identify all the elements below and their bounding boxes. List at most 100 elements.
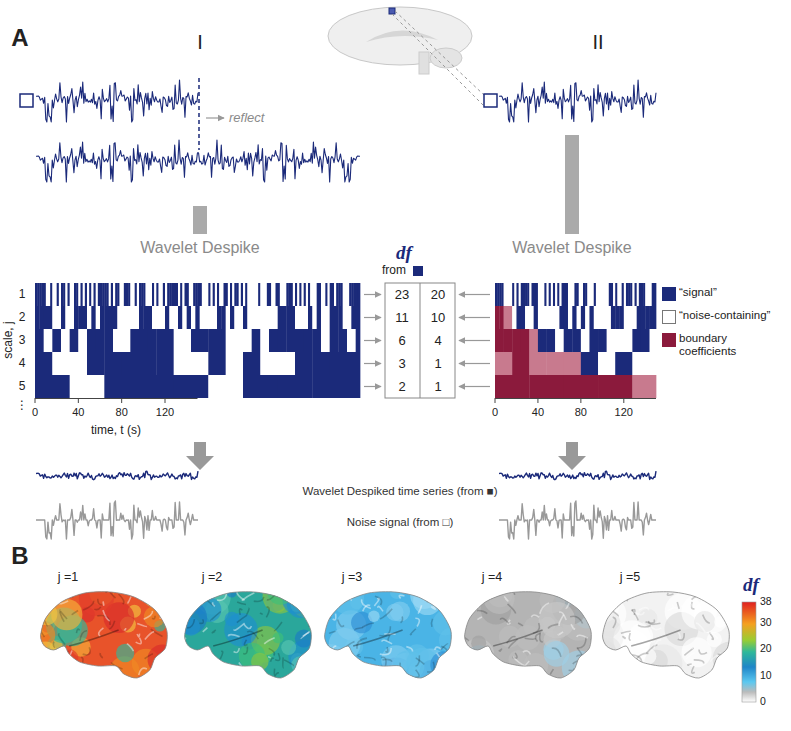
coefficient-cell xyxy=(549,283,551,306)
coefficient-cell xyxy=(521,283,523,306)
coefficient-cell xyxy=(195,306,200,329)
coefficient-cell xyxy=(165,329,174,352)
brain-gyrus xyxy=(418,605,422,613)
coefficient-cell xyxy=(589,329,598,352)
coefficient-cell xyxy=(148,283,151,306)
brain-gyrus xyxy=(220,651,223,659)
coefficient-cell xyxy=(52,329,61,352)
brain-gyrus xyxy=(324,606,336,610)
coefficient-cell xyxy=(356,306,361,329)
brain-gyrus xyxy=(274,669,276,675)
brain-gyrus xyxy=(243,647,247,654)
axis-tick xyxy=(623,398,624,403)
brain-sketch xyxy=(419,52,429,74)
coefficient-cell xyxy=(325,306,330,329)
coefficient-cell xyxy=(334,306,339,329)
coefficient-cell xyxy=(602,306,607,329)
brain-gyrus xyxy=(416,670,420,678)
coefficient-cell xyxy=(200,283,203,306)
coefficient-cell xyxy=(174,375,209,398)
brain-gyrus xyxy=(234,648,240,652)
coefficient-cell xyxy=(143,283,146,306)
brain-fill xyxy=(182,590,312,690)
brain-gyrus xyxy=(102,601,104,605)
brain-patch xyxy=(471,636,486,651)
coefficient-cell xyxy=(215,283,218,306)
brain-gyrus xyxy=(577,635,588,638)
brain-gyrus xyxy=(139,668,147,675)
coefficient-cell xyxy=(572,329,581,352)
coefficient-cell xyxy=(148,329,157,352)
coefficient-cell xyxy=(52,352,70,375)
coefficient-cell xyxy=(506,283,508,306)
coefficient-cell xyxy=(76,283,79,306)
coefficient-cell xyxy=(130,283,133,306)
coefficient-cell xyxy=(604,283,606,306)
coefficient-cell xyxy=(122,283,125,306)
coefficient-cell xyxy=(343,283,346,306)
coefficient-cell xyxy=(330,329,339,352)
brain-gyrus xyxy=(518,674,524,682)
coefficient-cell xyxy=(542,306,547,329)
table-cell: 20 xyxy=(431,287,445,301)
coefficient-cell xyxy=(78,329,87,352)
brain-surface xyxy=(583,584,746,690)
brain-gyrus xyxy=(646,645,657,653)
coefficient-cell xyxy=(598,375,633,398)
brain-gyrus xyxy=(362,623,373,627)
coefficient-cell xyxy=(564,329,573,352)
coefficient-cell xyxy=(52,306,57,329)
coefficient-cell xyxy=(269,306,274,329)
coefficient-cell xyxy=(42,283,45,306)
coefficient-cell xyxy=(594,306,599,329)
coefficient-cell xyxy=(117,283,120,306)
coefficient-cell xyxy=(107,283,110,306)
brain-gyrus xyxy=(363,605,370,611)
coefficient-cell xyxy=(345,283,348,306)
coefficient-cell xyxy=(139,375,174,398)
brain-gyrus xyxy=(507,604,515,614)
coefficient-cell xyxy=(354,283,357,306)
coefficient-cell xyxy=(358,283,361,306)
coefficient-cell xyxy=(156,352,174,375)
coefficient-cell xyxy=(139,329,148,352)
coefficient-cell xyxy=(559,283,561,306)
coefficient-cell xyxy=(273,283,276,306)
reflect-arrow xyxy=(206,117,224,118)
brain-gyrus xyxy=(381,657,386,666)
brain-gyrus xyxy=(83,601,94,610)
voxel-marker xyxy=(389,8,395,14)
coefficient-cell xyxy=(347,375,360,398)
brain-gyrus xyxy=(247,667,252,672)
brain-gyrus xyxy=(333,614,336,620)
coefficient-cell xyxy=(555,283,557,306)
coefficient-cell xyxy=(611,283,613,306)
brain-fissure xyxy=(69,630,118,646)
coefficient-cell xyxy=(91,283,94,306)
coefficient-cell xyxy=(315,283,318,306)
coefficient-cell xyxy=(174,329,183,352)
brain-gyrus xyxy=(410,629,415,635)
coefficient-cell xyxy=(534,306,539,329)
coefficient-cell xyxy=(104,375,139,398)
axis-tick xyxy=(121,398,122,403)
coefficient-cell xyxy=(531,283,533,306)
legend-text: “noise-containing” xyxy=(679,309,785,322)
coefficient-cell xyxy=(347,306,352,329)
coefficient-cell xyxy=(78,283,81,306)
coefficient-cell xyxy=(221,283,224,306)
coefficient-cell xyxy=(104,329,113,352)
brain-gyrus xyxy=(99,628,104,636)
coefficient-cell xyxy=(495,306,500,329)
coefficient-cell xyxy=(102,283,105,306)
brain-gyrus xyxy=(219,665,231,669)
coefficient-cell xyxy=(243,283,246,306)
coefficient-cell xyxy=(195,283,198,306)
coefficient-cell xyxy=(347,283,350,306)
brain-gyrus xyxy=(467,649,469,652)
coefficient-cell xyxy=(87,329,96,352)
coefficient-cell xyxy=(55,283,58,306)
coefficient-cell xyxy=(191,329,200,352)
coefficient-cell xyxy=(104,283,107,306)
coefficient-cell xyxy=(589,306,594,329)
